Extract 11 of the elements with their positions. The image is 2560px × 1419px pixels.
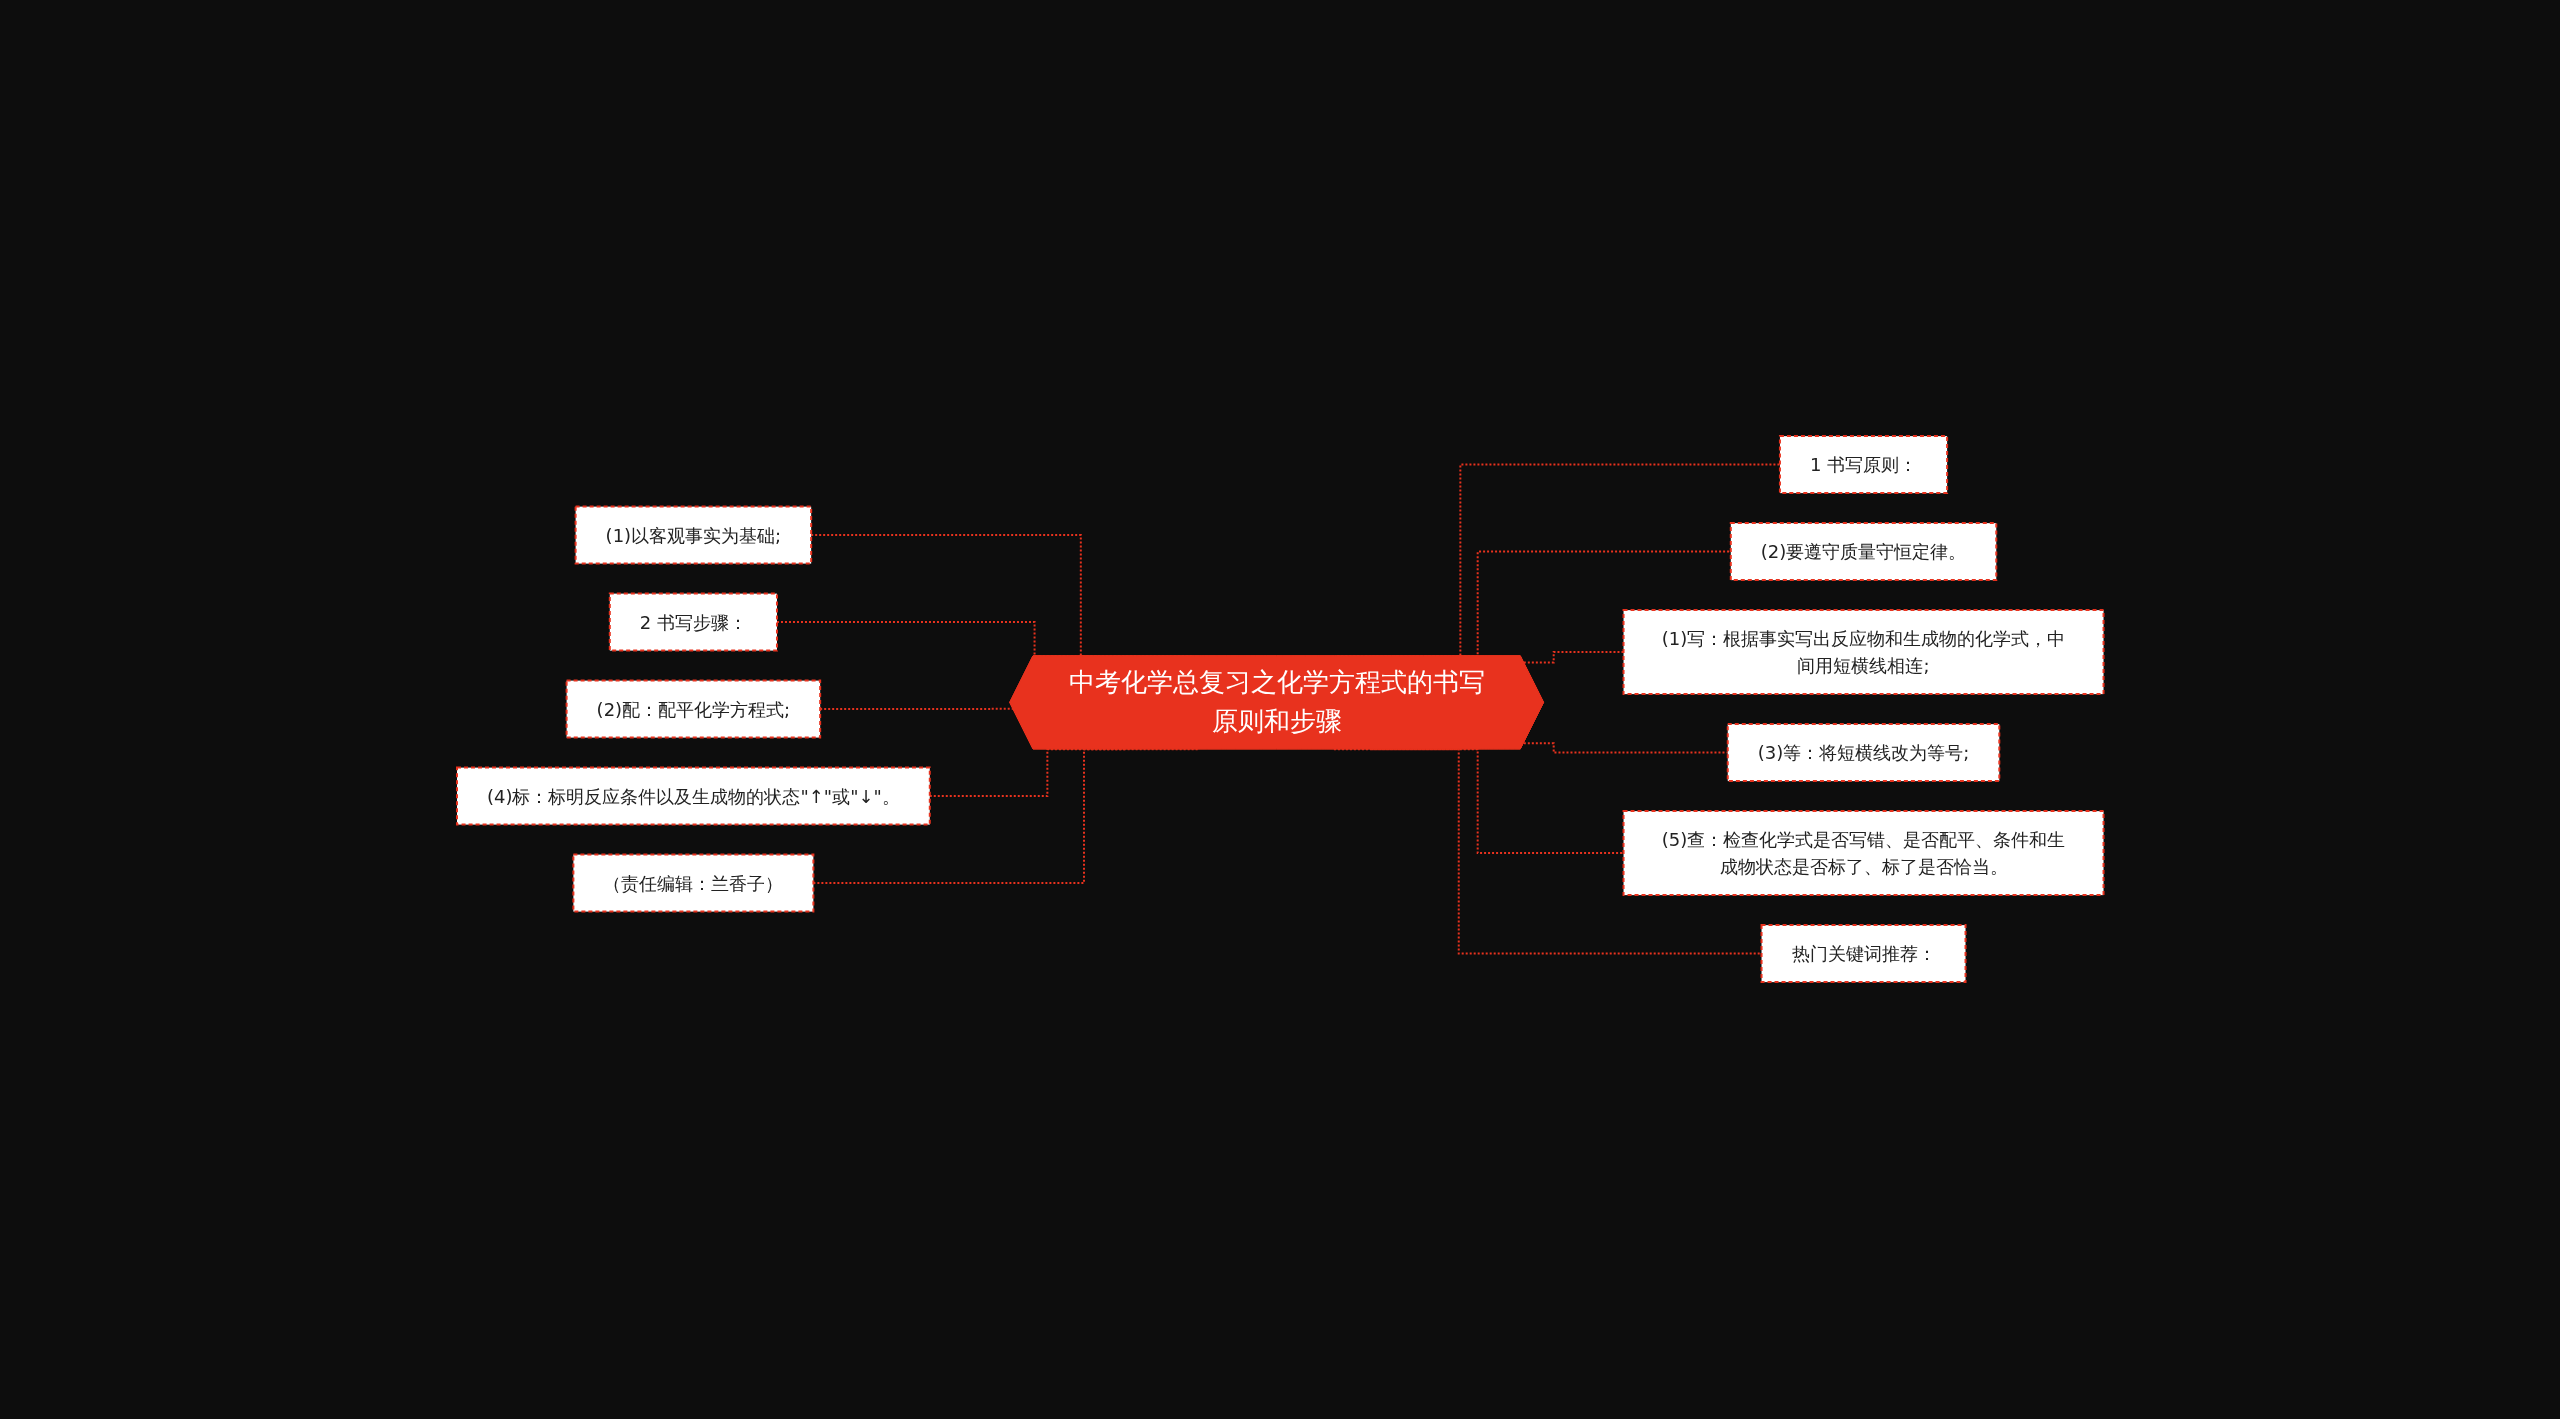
node-box: 热门关键词推荐： — [1760, 924, 1967, 984]
node-box: （责任编辑：兰香子） — [572, 854, 815, 913]
node-box: 2 书写步骤： — [608, 593, 778, 652]
node-box: (3)等：将短横线改为等号; — [1726, 723, 2001, 783]
node-box: (1)以客观事实为基础; — [574, 506, 812, 565]
node-box: (2)要遵守质量守恒定律。 — [1729, 522, 1997, 582]
node-box: (2)配：配平化学方程式; — [565, 680, 821, 739]
node-box: (1)写：根据事实写出反应物和生成物的化学式，中间用短横线相连; — [1622, 609, 2105, 696]
node-box: 1 书写原则： — [1778, 435, 1948, 495]
node-box: (4)标：标明反应条件以及生成物的状态"↑"或"↓"。 — [455, 767, 931, 826]
node-box: (5)查：检查化学式是否写错、是否配平、条件和生成物状态是否标了、标了是否恰当。 — [1622, 810, 2105, 897]
